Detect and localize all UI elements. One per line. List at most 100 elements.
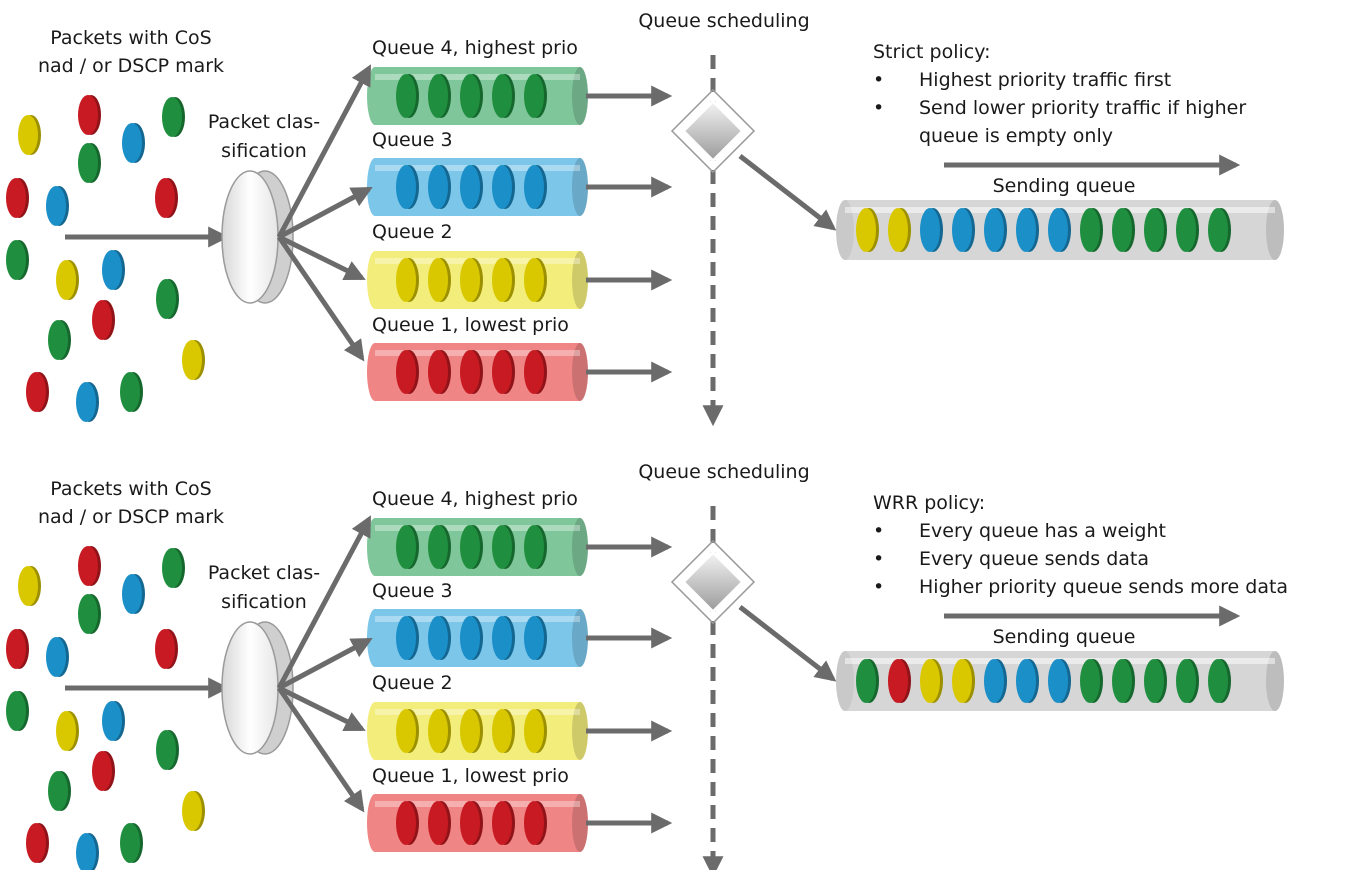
sending-packet [984,659,1007,703]
packet-face [78,95,98,135]
queue-pipe-end [572,609,588,667]
packet-face [524,74,544,118]
policy-title: Strict policy: [873,41,991,63]
input-packet [156,730,179,770]
input-packet [56,260,79,300]
queue-packet [396,258,419,302]
policy-bullet-text: Every queue sends data [919,548,1149,570]
sending-packet [856,208,879,252]
packet-face [856,208,876,252]
packet-face [1048,659,1068,703]
queue-label: Queue 4, highest prio [372,37,578,59]
input-packet [122,574,145,614]
queue-label: Queue 1, lowest prio [372,314,569,336]
queue-1 [367,794,588,852]
policy-bullet-text: Send lower priority traffic if higher [919,97,1246,119]
packet-face [492,165,512,209]
sending-queue [836,200,1284,260]
queue-packet [524,74,547,118]
queue-packet [524,525,547,569]
queue-label: Queue 1, lowest prio [372,765,569,787]
packet-face [1112,208,1132,252]
packet-face [428,525,448,569]
classifier-to-queue-arrow [276,235,365,362]
packet-face [92,300,112,340]
packet-face [524,525,544,569]
queue-4 [367,518,588,576]
input-packet [6,629,29,669]
classification-label: Packet clas- [208,562,320,584]
classifier-to-queue-arrow [277,186,373,240]
classification-label-line2: sification [221,591,307,613]
packet-face [6,691,26,731]
queue-packet [492,258,515,302]
sending-packet [920,659,943,703]
queue-packet [460,165,483,209]
queue-pipe-end [572,67,588,125]
packet-face [492,525,512,569]
queue-packet [524,258,547,302]
sending-packet [1080,208,1103,252]
input-packet [156,279,179,319]
sending-packet [888,659,911,703]
input-packet [155,178,178,218]
sending-queue [836,651,1284,711]
packet-face [524,801,544,845]
input-packet [6,240,29,280]
classification-label-line2: sification [221,140,307,162]
classifier-to-queue-arrow [277,234,366,281]
sending-packet [1112,208,1135,252]
queue-pipe-end [572,158,588,216]
packet-face [162,548,182,588]
queue-pipe-inlet [367,794,383,852]
packet-face [18,566,38,606]
packet-face [428,801,448,845]
classifier-to-queue-arrow [276,686,365,813]
scheduler-diamond-outline [670,88,756,174]
packet-face [1176,659,1196,703]
queue-packet [524,616,547,660]
packet-face [396,258,416,302]
packet-face [46,637,66,677]
sending-packet [1016,659,1039,703]
queue-pipe-end [572,518,588,576]
packet-face [46,186,66,226]
packet-face [428,709,448,753]
sending-packet [1176,208,1199,252]
packet-face [492,258,512,302]
policy-bullet-marker: • [873,576,884,598]
input-packet [182,340,205,380]
packet-face [492,709,512,753]
packet-face [524,350,544,394]
packet-face [396,165,416,209]
sending-packet [1048,659,1071,703]
scheduler-diamond [681,99,745,163]
input-packet [120,372,143,412]
sending-packet [920,208,943,252]
policy-bullet-marker: • [873,69,884,91]
input-packet [182,791,205,831]
packet-face [524,258,544,302]
sending-packet [1080,659,1103,703]
queue-label: Queue 2 [372,221,453,243]
packet-face [78,594,98,634]
queue-packet [428,258,451,302]
packet-face [396,350,416,394]
queue-packet [428,709,451,753]
queue-packet [460,801,483,845]
packet-face [460,525,480,569]
queue-packet [492,616,515,660]
queue-packet [396,616,419,660]
queue-pipe-end [572,343,588,401]
queue-packet [396,350,419,394]
packet-face [460,350,480,394]
packet-face [1080,659,1100,703]
sending-packet [1144,659,1167,703]
input-packet [78,594,101,634]
packet-face [156,730,176,770]
sending-packet [1208,208,1231,252]
queue-packet [524,350,547,394]
queue-packet [492,525,515,569]
